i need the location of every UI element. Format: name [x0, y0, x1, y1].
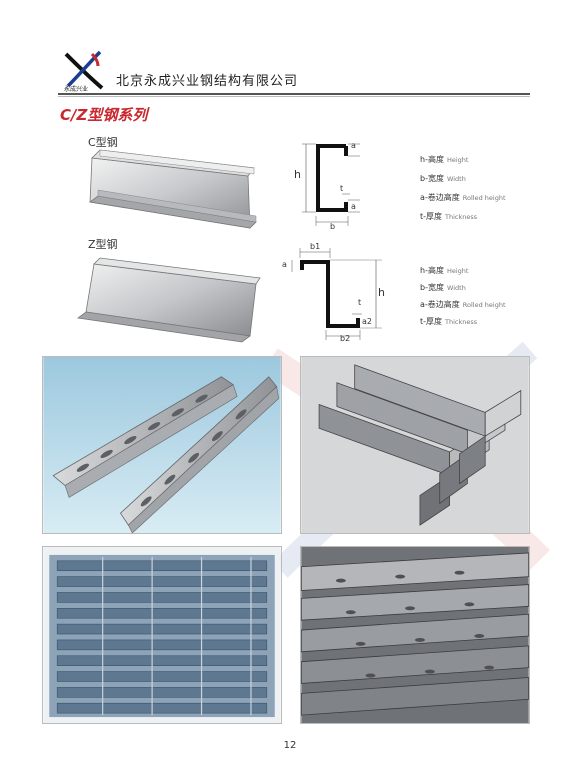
company-name: 北京永成兴业钢结构有限公司: [116, 74, 299, 89]
c-dim-b: b: [330, 222, 336, 231]
slotted-c-channel-photo: [42, 356, 282, 534]
c-channel-image: [89, 149, 257, 229]
z-steel-label: Z型钢: [88, 238, 118, 251]
z-dim-b1: b1: [310, 242, 321, 251]
c-purlin-stack-photo: [42, 546, 282, 724]
c-dim-t: t: [340, 184, 344, 193]
c-steel-label: C型钢: [88, 136, 118, 149]
z-dim-t: t: [358, 298, 362, 307]
z-dim-a: a: [282, 260, 287, 269]
page-number: 12: [283, 740, 297, 751]
header-rule-thin: [58, 96, 530, 97]
z-purlin-pile-photo: [300, 546, 530, 724]
z-dim-b2: b2: [340, 334, 351, 343]
company-logo: 永成兴业: [64, 50, 104, 92]
c-dim-a-top: a: [351, 141, 356, 150]
z-purlin-stack-photo: [300, 356, 530, 534]
z-section-diagram: [291, 248, 382, 340]
z-dim-h: h: [378, 286, 385, 299]
z-dim-a2: a2: [362, 317, 372, 326]
svg-text:永成兴业: 永成兴业: [64, 85, 88, 92]
c-section-diagram: [302, 143, 360, 226]
c-dim-h: h: [294, 168, 301, 181]
header-rule: [58, 93, 530, 95]
c-dim-a-bottom: a: [351, 202, 356, 211]
z-channel-image: [76, 257, 261, 343]
section-title: C/Z型钢系列: [60, 106, 148, 124]
